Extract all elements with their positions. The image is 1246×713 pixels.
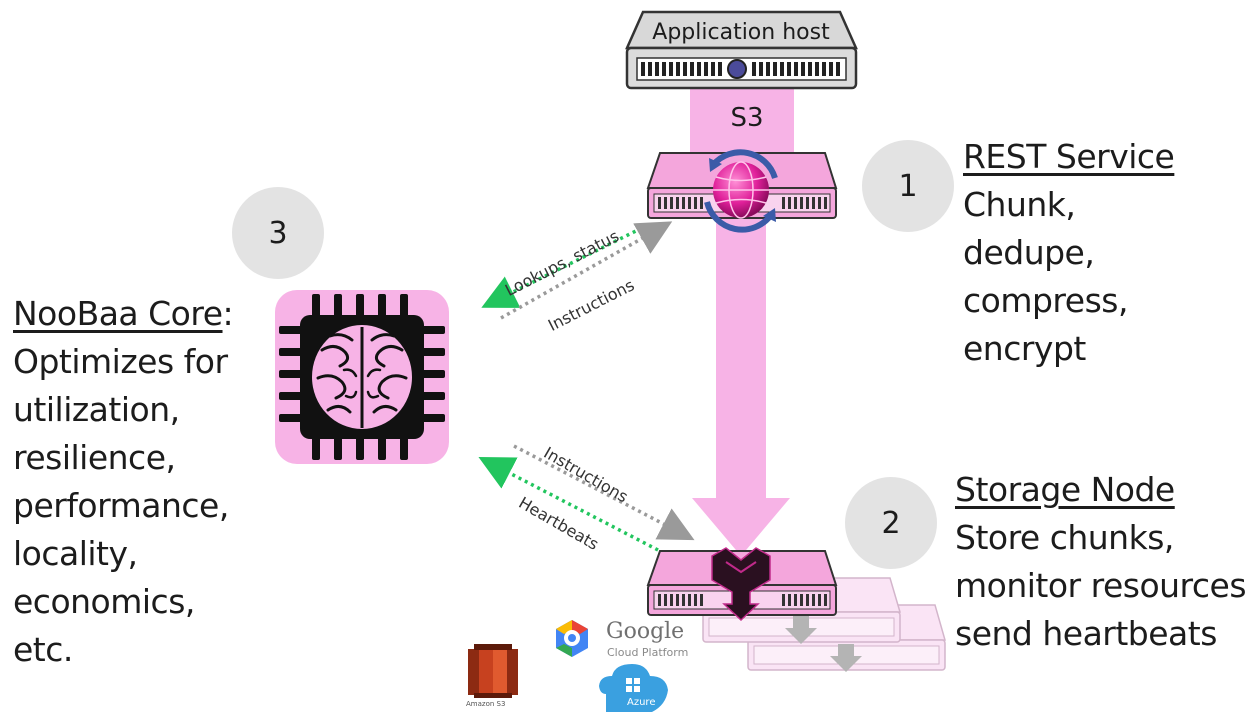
rest-service-line: Chunk,: [963, 185, 1076, 224]
noobaa-core-line: utilization,: [13, 390, 180, 429]
rest-service-appliance: [646, 149, 838, 233]
s3-label: S3: [730, 103, 764, 133]
lookups-status-arrow: [481, 223, 649, 308]
noobaa-core-title-suffix: :: [222, 294, 234, 333]
storage-node-description: Storage Node Store chunks, monitor resou…: [955, 466, 1246, 658]
storage-node-appliance: [646, 547, 838, 622]
heartbeats-arrow: [478, 456, 659, 552]
storage-node-line: Store chunks,: [955, 518, 1174, 557]
step-1-badge: 1: [862, 140, 954, 232]
instructions-top-arrow: [500, 221, 673, 320]
noobaa-core-title-row: NooBaa Core:: [13, 290, 234, 338]
noobaa-core-line: Optimizes for: [13, 342, 228, 381]
rest-service-line: compress,: [963, 281, 1128, 320]
step-3-badge: 3: [232, 187, 324, 279]
noobaa-core-line: locality,: [13, 534, 138, 573]
storage-merge-icon: [711, 547, 771, 622]
storage-node-title: Storage Node: [955, 470, 1175, 509]
google-label: Google: [606, 619, 685, 644]
rest-service-description: REST Service Chunk, dedupe, compress, en…: [963, 133, 1175, 373]
step-2-number: 2: [881, 505, 901, 541]
step-3-number: 3: [268, 215, 288, 251]
rest-service-line: encrypt: [963, 329, 1086, 368]
rest-service-title: REST Service: [963, 137, 1175, 176]
sync-globe-icon: [704, 149, 778, 233]
application-host-label: Application host: [652, 20, 830, 45]
noobaa-core-line: resilience,: [13, 438, 176, 477]
noobaa-core-title: NooBaa Core: [13, 294, 223, 333]
step-2-badge: 2: [845, 477, 937, 569]
noobaa-core-line: etc.: [13, 630, 73, 669]
noobaa-core-line: performance,: [13, 486, 229, 525]
amazon-s3-logo-icon: [468, 644, 518, 698]
noobaa-core-description: NooBaa Core: Optimizes for utilization, …: [13, 290, 234, 674]
google-cloud-logo-icon: [556, 620, 588, 657]
main-beam-arrowhead: [692, 498, 790, 556]
noobaa-core-chip: [275, 290, 449, 464]
noobaa-core-line: economics,: [13, 582, 195, 621]
azure-cloud-logo-icon: [599, 664, 668, 712]
brain-icon: [312, 325, 412, 429]
google-cloud-platform-label: Cloud Platform: [607, 646, 689, 659]
rest-service-line: dedupe,: [963, 233, 1095, 272]
host-power-led-icon: [727, 59, 747, 79]
storage-node-line: monitor resources,: [955, 566, 1246, 605]
main-beam: [716, 218, 766, 498]
step-1-number: 1: [898, 168, 918, 204]
azure-label: Azure: [627, 697, 656, 708]
application-host-server: [625, 10, 858, 90]
instructions-bottom-arrow: [513, 444, 695, 541]
storage-node-line: send heartbeats: [955, 614, 1217, 653]
amazon-s3-label: Amazon S3: [466, 700, 506, 708]
